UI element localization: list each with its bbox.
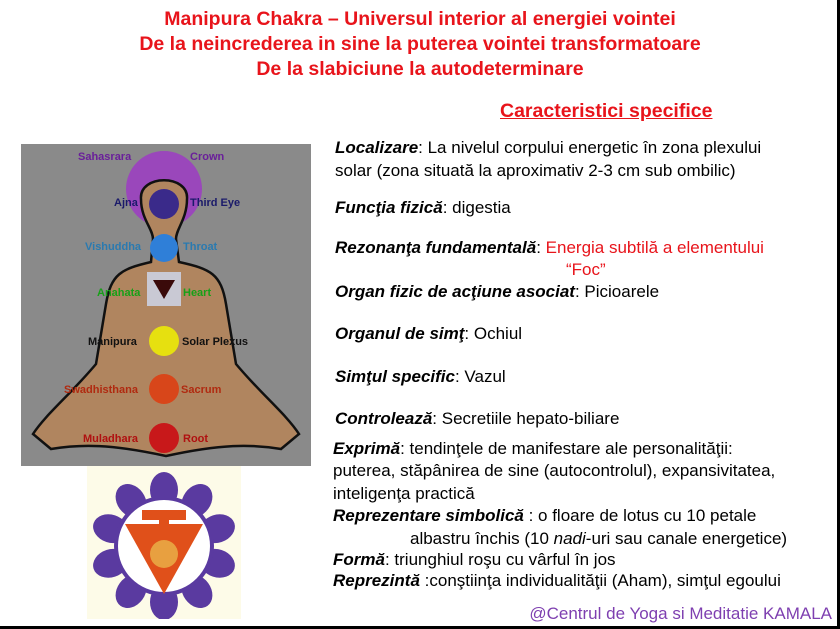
item-localizare: Localizare: La nivelul corpului energeti… <box>335 138 762 157</box>
title-line-2: De la neincrederea in sine la puterea vo… <box>139 33 701 55</box>
item-forma: Formă: triunghiul roşu cu vârful în jos <box>333 550 616 569</box>
footer-credit: @Centrul de Yoga si Meditatie KAMALA <box>529 604 832 623</box>
item-reprezentare-cont: albastru închis (10 nadi-uri sau canale … <box>410 529 788 548</box>
label-solar-plexus: Solar Plexus <box>182 336 248 348</box>
item-functia: Funcţia fizică: digestia <box>335 198 511 217</box>
chakra-body-image: Sahasrara Crown Ajna Third Eye Vishuddha… <box>21 144 311 466</box>
item-reprezinta: Reprezintă :conştiinţa individualităţii … <box>333 571 781 590</box>
item-exprima-cont-2: inteligenţa practică <box>333 484 475 503</box>
title-line-3: De la slabiciune la autodeterminare <box>256 58 584 80</box>
item-controleaza: Controlează: Secretiile hepato-biliare <box>335 409 620 428</box>
label-crown: Crown <box>190 151 225 163</box>
item-rezonanta: Rezonanţa fundamentală: Energia subtilă … <box>335 238 764 257</box>
item-reprezentare: Reprezentare simbolică : o floare de lot… <box>333 506 757 525</box>
label-sacrum: Sacrum <box>181 384 222 396</box>
item-rezonanta-cont: “Foc” <box>566 260 606 279</box>
label-vishuddha: Vishuddha <box>85 241 142 253</box>
manipura-mandala-image <box>87 466 241 619</box>
label-anahata: Anahata <box>97 287 141 299</box>
label-heart: Heart <box>183 287 211 299</box>
item-organ-simt: Organul de simţ: Ochiul <box>335 324 523 343</box>
section-heading: Caracteristici specifice <box>500 100 713 122</box>
item-organ: Organ fizic de acţiune asociat: Picioare… <box>335 282 660 301</box>
item-exprima: Exprimă: tendinţele de manifestare ale p… <box>333 439 733 458</box>
item-exprima-cont-1: puterea, stăpânirea de sine (autocontrol… <box>333 461 776 480</box>
label-ajna: Ajna <box>114 197 139 209</box>
item-simtul: Simţul specific: Vazul <box>335 367 506 386</box>
label-throat: Throat <box>183 241 218 253</box>
title-line-1: Manipura Chakra – Universul interior al … <box>164 8 676 30</box>
label-manipura: Manipura <box>88 336 138 348</box>
item-localizare-cont: solar (zona situată la aproximativ 2-3 c… <box>335 161 736 180</box>
label-root: Root <box>183 433 208 445</box>
label-muladhara: Muladhara <box>83 433 139 445</box>
label-swadhisthana: Swadhisthana <box>64 384 139 396</box>
label-third-eye: Third Eye <box>190 197 240 209</box>
label-sahasrara: Sahasrara <box>78 151 132 163</box>
